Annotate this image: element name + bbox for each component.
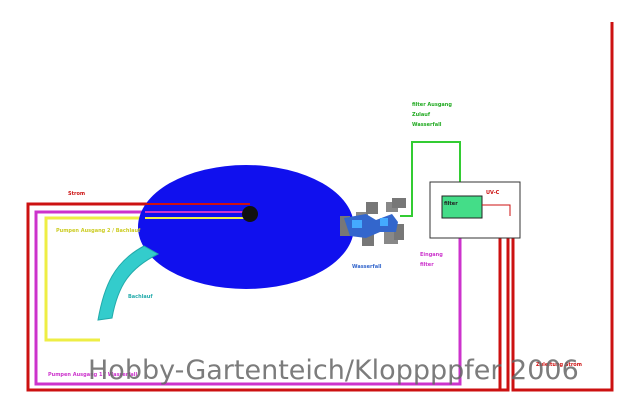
filter-under-label: filter <box>420 262 434 268</box>
pumpen-ausgang-2-label: Pumpen Ausgang 2 / Bachlauf <box>56 228 141 234</box>
uvc-label: UV-C <box>486 190 500 196</box>
zuleitung-strom-label: Zuleitung Strom <box>536 362 582 368</box>
bachlauf-label: Bachlauf <box>128 294 153 300</box>
wasserfall-top-label: Wasserfall <box>412 122 442 128</box>
uvc-connection <box>482 204 511 216</box>
pump <box>242 206 258 222</box>
pump-output-1-line <box>34 210 462 386</box>
pumpen-ausgang-1-label: Pumpen Ausgang 1 / Wasserfall <box>48 372 138 378</box>
filter-box-label: filter <box>444 201 458 207</box>
filter-output-line <box>400 141 461 217</box>
filter-ausgang-label: filter Ausgang <box>412 102 452 108</box>
watermark: Hobby-Gartenteich/Kloppppfer 2006 <box>88 355 579 386</box>
zuleitung-strom-cable <box>511 22 614 392</box>
wasserfall-bottom-label: Wasserfall <box>352 264 382 270</box>
eingang-label: Eingang <box>420 252 443 258</box>
filter-box <box>441 195 483 219</box>
pond <box>138 165 354 289</box>
zulauf-label: Zulauf <box>412 112 431 118</box>
bachlauf-stream <box>97 245 160 321</box>
strom-label: Strom <box>68 191 85 197</box>
waterfall <box>340 198 406 246</box>
